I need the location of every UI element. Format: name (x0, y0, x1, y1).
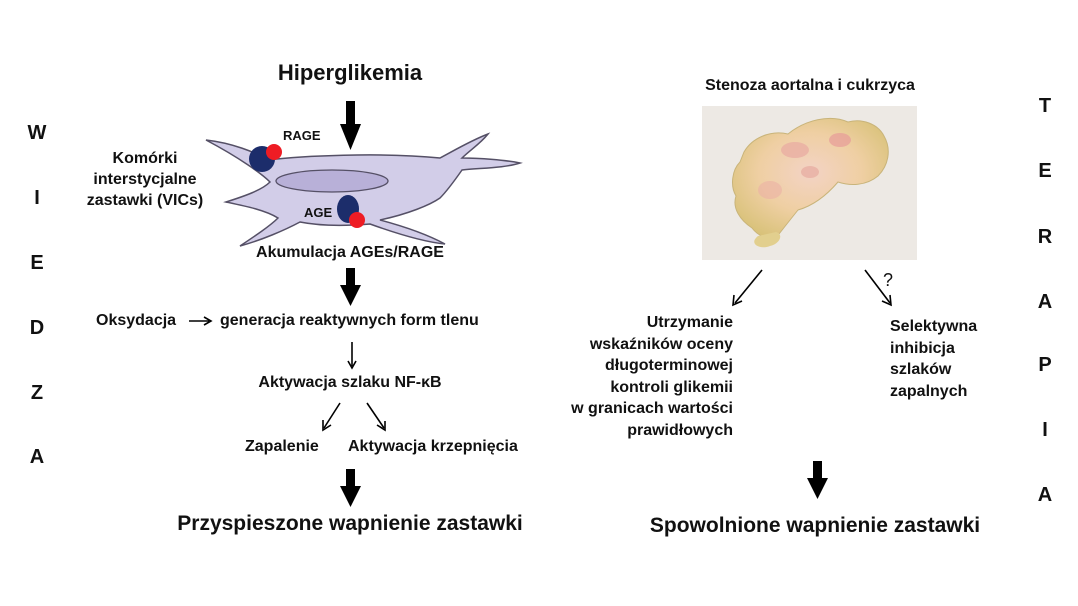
hyperglycemia-title: Hiperglikemia (277, 60, 423, 85)
inflammatory-inhibition-branch: Selektywna inhibicja szlaków zapalnych (890, 316, 1000, 402)
age-label: AGE (304, 205, 333, 220)
cell-label: Komórki interstycjalne zastawki (VICs) (80, 148, 210, 211)
thin-arrow-diagonal (322, 402, 341, 432)
cell-label-line: Komórki (112, 150, 178, 167)
branch-line: Utrzymanie (646, 314, 733, 331)
cell-label-line: zastawki (VICs) (86, 192, 204, 209)
stenosis-title: Stenoza aortalna i cukrzyca (705, 77, 915, 94)
slowed-calcification-result: Spowolnione wapnienie zastawki (649, 514, 981, 537)
vertical-letter: T (1038, 95, 1052, 117)
accelerated-calcification-result: Przyspieszone wapnienie zastawki (177, 512, 523, 535)
rage-label: RAGE (283, 128, 321, 143)
valve-photo (702, 106, 917, 260)
vertical-letter: A (1037, 291, 1053, 313)
nfkb-label: Aktywacja szlaku NF-κB (258, 374, 442, 391)
branch-line: prawidłowych (627, 421, 733, 439)
glycemic-control-branch: Utrzymanie wskaźników oceny długotermino… (530, 312, 733, 441)
vertical-letter: Z (30, 382, 44, 404)
ros-label: generacja reaktywnych form tlenu (220, 312, 479, 329)
branch-line: wskaźników oceny (589, 335, 733, 353)
branch-line: kontroli glikemii (610, 378, 733, 396)
accumulation-label: Akumulacja AGEs/RAGE (256, 244, 444, 261)
thick-arrow-down (807, 461, 828, 499)
oxidation-label: Oksydacja (96, 312, 177, 329)
rage-receptor-icon (249, 144, 282, 172)
vertical-letter: D (29, 317, 45, 339)
question-mark: ? (883, 270, 894, 290)
thin-arrow-right (189, 316, 213, 326)
thick-arrow-down (340, 101, 361, 150)
vertical-letter: I (34, 187, 40, 209)
vertical-letter: P (1038, 354, 1052, 376)
vertical-letter: E (30, 252, 44, 274)
nucleus-icon (275, 169, 389, 193)
age-receptor-icon (337, 195, 365, 228)
vertical-letter: R (1037, 226, 1053, 248)
branch-line: zapalnych (890, 382, 968, 400)
inflammation-label: Zapalenie (245, 438, 319, 455)
thick-arrow-down (340, 469, 361, 507)
interstitial-cell-icon (205, 132, 523, 247)
thin-arrow-diagonal (864, 269, 892, 307)
thick-arrow-down (340, 268, 361, 306)
vertical-letter: A (1037, 484, 1053, 506)
branch-line: w granicach wartości (571, 400, 733, 417)
vertical-letter: E (1038, 160, 1052, 182)
vertical-letter: W (27, 122, 47, 144)
thin-arrow-diagonal (732, 269, 763, 307)
branch-line: inhibicja (890, 339, 955, 357)
coagulation-label: Aktywacja krzepnięcia (348, 438, 518, 455)
branch-line: Selektywna (890, 318, 978, 335)
branch-line: szlaków (890, 361, 952, 378)
vertical-letter: A (29, 446, 45, 468)
thin-arrow-diagonal (366, 402, 386, 432)
vertical-letter: I (1042, 419, 1048, 441)
cell-label-line: interstycjalne (93, 171, 197, 188)
thin-arrow-down (347, 342, 357, 370)
branch-line: długoterminowej (605, 357, 733, 374)
